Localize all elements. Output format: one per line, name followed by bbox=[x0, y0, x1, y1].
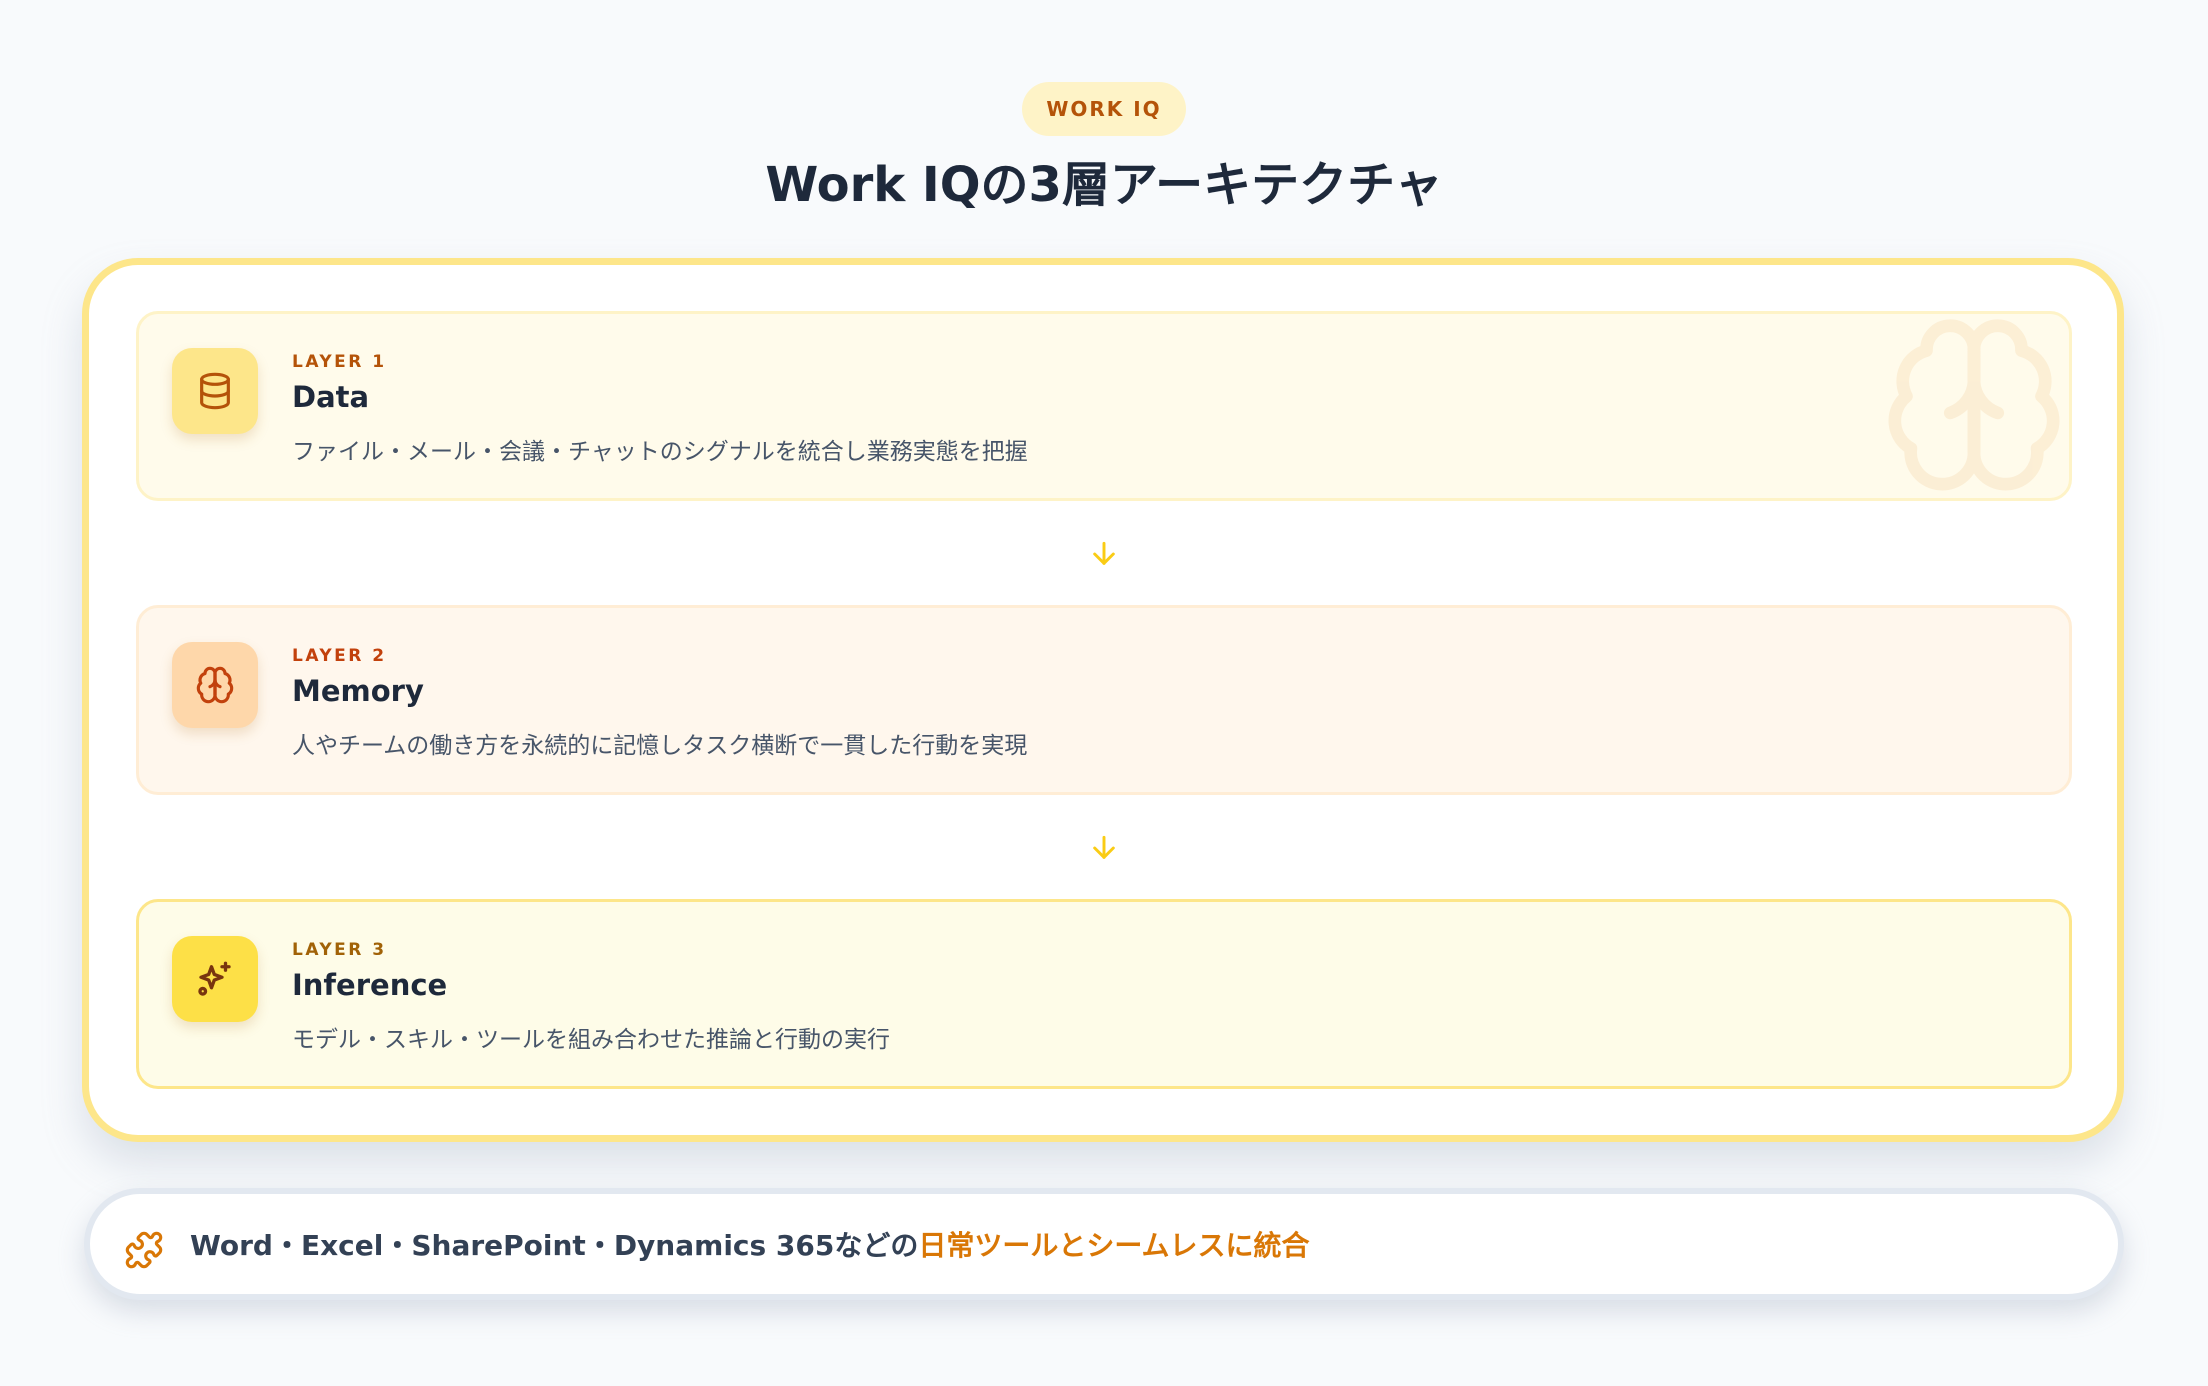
arrow-down-icon bbox=[1093, 541, 1115, 565]
brain-watermark-icon bbox=[1888, 319, 2060, 491]
integration-highlight: 日常ツールとシームレスに統合 bbox=[918, 1229, 1310, 1262]
sparkles-icon bbox=[198, 961, 231, 996]
database-icon bbox=[200, 372, 230, 410]
integration-tools: Word・Excel・SharePoint・Dynamics 365などの bbox=[190, 1229, 919, 1262]
layer-1-icon-tile bbox=[172, 348, 258, 434]
layer-3-icon-tile bbox=[172, 936, 258, 1022]
brain-icon bbox=[196, 666, 234, 704]
arrow-down-icon bbox=[1093, 835, 1115, 859]
layer-description: モデル・スキル・ツールを組み合わせた推論と行動の実行 bbox=[292, 1027, 890, 1053]
section-badge: WORK IQ bbox=[1022, 82, 1186, 136]
layer-description: 人やチームの働き方を永続的に記憶しタスク横断で一貫した行動を実現 bbox=[292, 733, 1028, 759]
layer-kicker: LAYER 3 bbox=[292, 940, 387, 960]
layer-inference: LAYER 3 Inference モデル・スキル・ツールを組み合わせた推論と行… bbox=[136, 899, 2072, 1089]
layer-kicker: LAYER 2 bbox=[292, 646, 387, 666]
layer-kicker: LAYER 1 bbox=[292, 352, 387, 372]
layer-memory: LAYER 2 Memory 人やチームの働き方を永続的に記憶しタスク横断で一貫… bbox=[136, 605, 2072, 795]
layer-name: Data bbox=[292, 380, 370, 414]
layer-description: ファイル・メール・会議・チャットのシグナルを統合し業務実態を把握 bbox=[292, 439, 1028, 465]
layer-name: Memory bbox=[292, 674, 424, 708]
layer-name: Inference bbox=[292, 968, 448, 1002]
layer-data: LAYER 1 Data ファイル・メール・会議・チャットのシグナルを統合し業務… bbox=[136, 311, 2072, 501]
layer-2-icon-tile bbox=[172, 642, 258, 728]
integration-text: Word・Excel・SharePoint・Dynamics 365などの日常ツ… bbox=[190, 1194, 1310, 1294]
puzzle-icon bbox=[125, 1231, 163, 1269]
integration-bar: Word・Excel・SharePoint・Dynamics 365などの日常ツ… bbox=[84, 1188, 2124, 1300]
page-title: Work IQの3層アーキテクチャ bbox=[765, 157, 1443, 213]
